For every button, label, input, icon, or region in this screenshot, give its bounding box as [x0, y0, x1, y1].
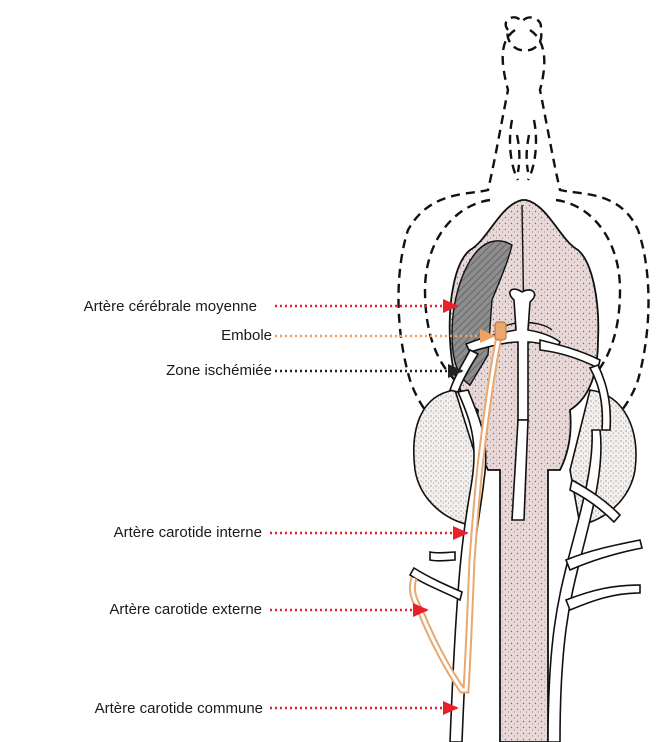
label-embolus: Embole: [221, 327, 272, 345]
embolus-marker: [495, 322, 506, 340]
label-common-carotid: Artère carotide commune: [95, 700, 263, 718]
label-middle-cerebral-artery: Artère cérébrale moyenne: [84, 298, 257, 316]
label-ischemic-zone: Zone ischémiée: [166, 362, 272, 380]
label-internal-carotid: Artère carotide interne: [114, 524, 262, 542]
label-external-carotid: Artère carotide externe: [109, 601, 262, 619]
